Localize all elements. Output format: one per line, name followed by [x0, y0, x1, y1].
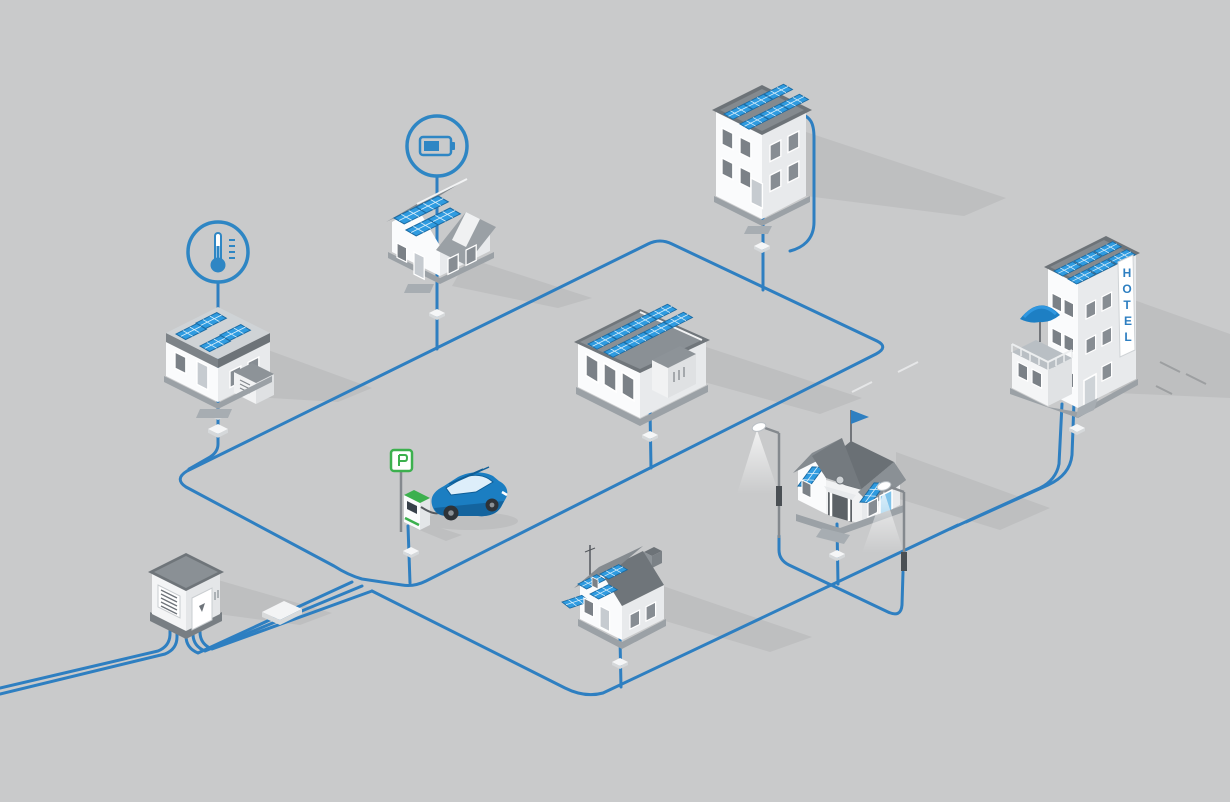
ev-charging-station [389, 448, 446, 532]
house-annex [652, 346, 696, 398]
front-steps [816, 528, 850, 544]
hotel-sign-letter: O [1122, 282, 1131, 296]
thermometer-indicator [186, 220, 250, 284]
battery-half-icon [418, 135, 455, 157]
indicator-circle [186, 220, 250, 284]
porch [824, 475, 856, 522]
front-steps [1076, 398, 1098, 418]
side-vents [214, 590, 219, 600]
junction-connectors [208, 242, 1085, 669]
hotel-sign-letter: E [1124, 314, 1132, 328]
flag [850, 410, 869, 448]
lamp-beam [862, 491, 904, 553]
terrace-railing [1011, 344, 1073, 370]
cable-marker-pad [262, 601, 302, 625]
connector-node [829, 550, 845, 561]
connector-node [612, 658, 628, 669]
front-steps [744, 226, 772, 234]
hotel-sign-letter: T [1123, 298, 1131, 312]
bungalow [574, 303, 710, 426]
connector-node [642, 431, 658, 442]
connector-node [208, 424, 228, 438]
townhouse [712, 83, 812, 234]
ground-detail-dashes [851, 361, 1207, 395]
transformer-cable-west-1 [0, 610, 172, 690]
cottage [560, 545, 666, 649]
hotel-sign-letter: L [1124, 330, 1131, 344]
battery-indicator [405, 114, 469, 178]
feed-line-flat-roof-house [187, 281, 220, 471]
hotel: H O T E L [1010, 236, 1140, 418]
ev-charging-sign-icon [389, 448, 414, 473]
flat-roof-house [164, 307, 274, 418]
indicator-circle [405, 114, 469, 178]
electric-car [431, 466, 508, 521]
vent-grille [157, 584, 181, 619]
lamp-beam [737, 430, 779, 494]
townhouse-roof-cable [788, 110, 816, 253]
hotel-sign: H O T E L [1117, 254, 1136, 358]
connector-node [403, 547, 419, 558]
charger-unit [404, 490, 430, 530]
transformer-substation [148, 553, 224, 639]
pitched-roof-house [386, 178, 496, 293]
headlight [501, 490, 508, 497]
connector-node [754, 242, 770, 253]
street-lamp-right [862, 481, 907, 571]
main-loop [178, 239, 885, 587]
transformer-door [191, 587, 213, 631]
thermometer-icon [210, 232, 235, 273]
street-lamp-left [737, 422, 782, 538]
lower-distribution-line [370, 523, 960, 697]
hotel-sign-letter: H [1123, 266, 1132, 280]
umbrella [1020, 305, 1060, 342]
street-lamp-link [777, 534, 905, 616]
front-steps [404, 284, 434, 293]
front-steps [196, 409, 232, 418]
connector-node [429, 309, 445, 320]
hotel-annex-terrace [1011, 305, 1073, 406]
transformer-cable-west-2 [0, 612, 179, 696]
transformer-cable-3 [198, 589, 374, 651]
hotel-cable-b [964, 400, 1076, 524]
